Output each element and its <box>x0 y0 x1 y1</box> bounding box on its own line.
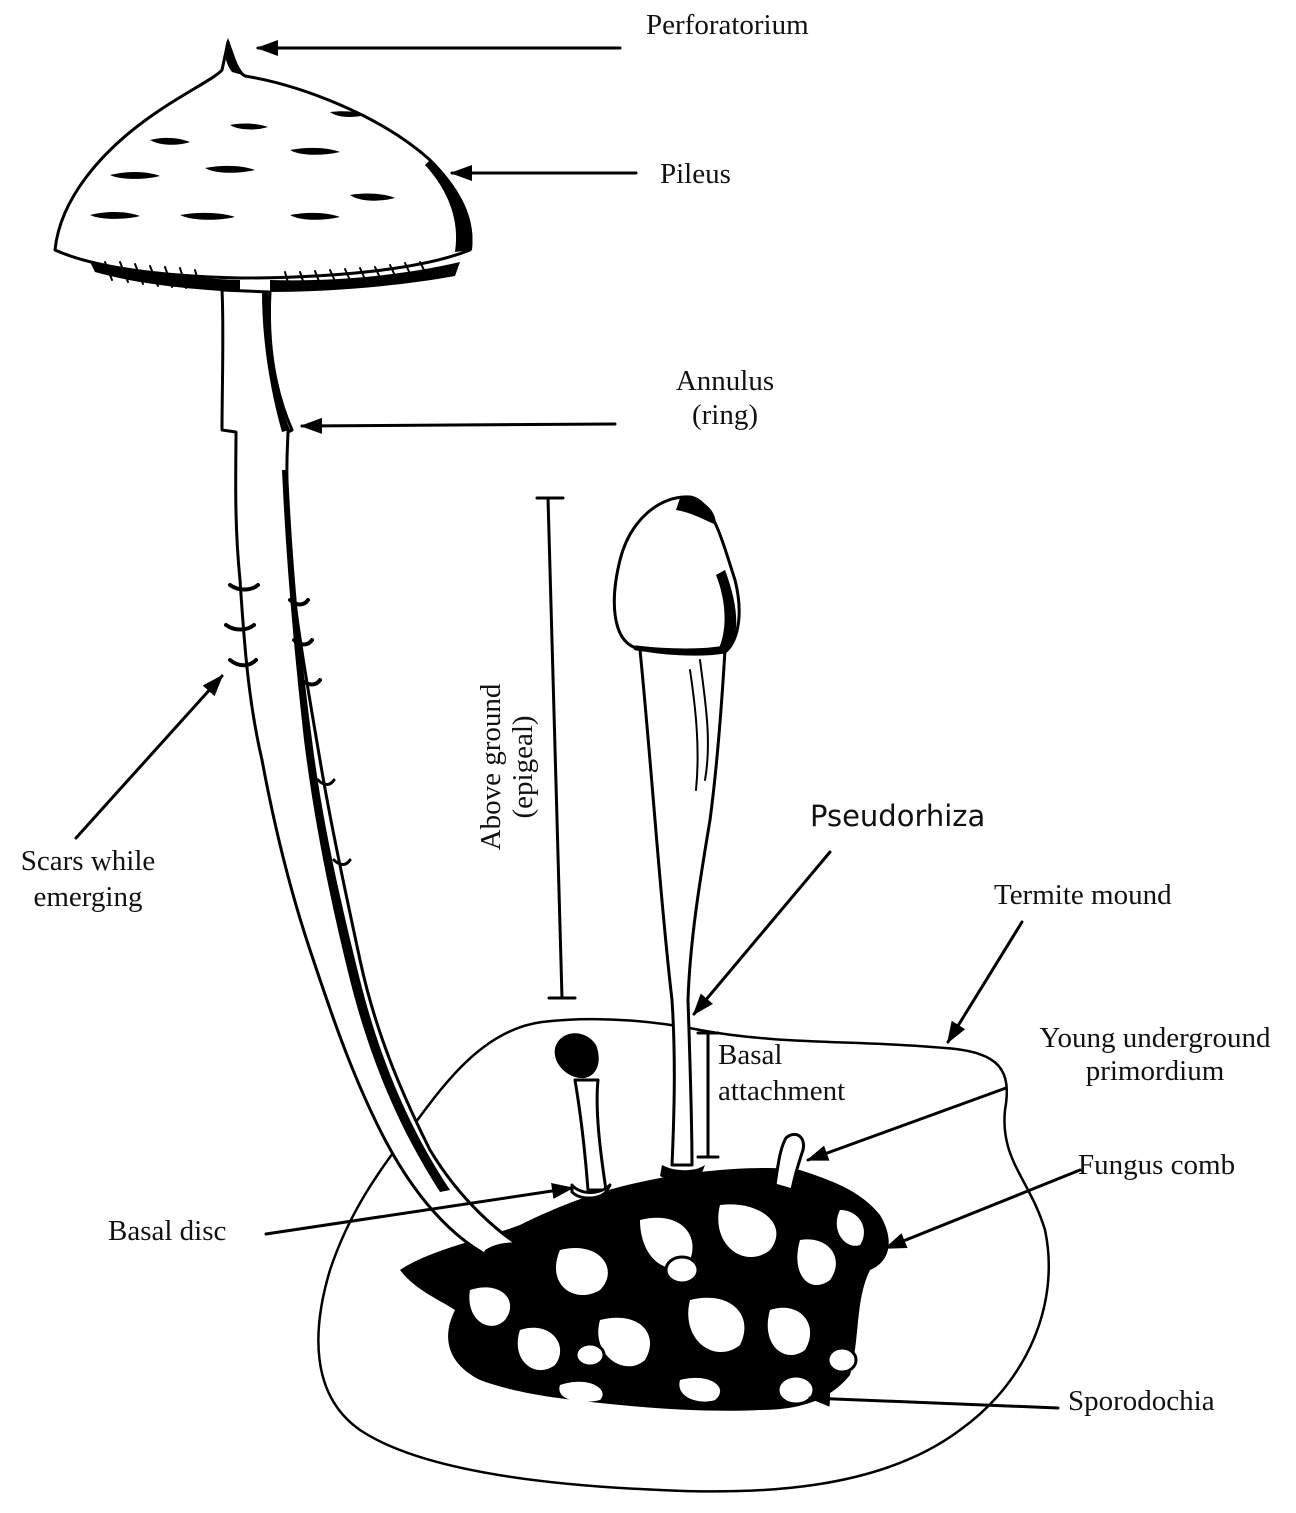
arrow-scars <box>76 676 222 838</box>
arrow-pseudorhiza <box>694 852 830 1014</box>
arrow-sporodochia <box>810 1398 1058 1408</box>
pileus-drawing <box>55 38 473 292</box>
label-termite-mound: Termite mound <box>994 879 1172 911</box>
fungus-comb-drawing <box>400 1168 889 1411</box>
above-ground-bracket <box>537 498 575 998</box>
label-perforatorium: Perforatorium <box>646 9 809 41</box>
label-pseudorhiza: Pseudorhiza <box>810 799 985 833</box>
label-young-primordium-line1: Young underground <box>1040 1022 1271 1054</box>
label-basal-attachment-line1: Basal <box>718 1039 782 1071</box>
label-pileus: Pileus <box>660 158 731 190</box>
label-annulus: Annulus <box>676 365 774 397</box>
label-scars-line2: emerging <box>34 881 143 913</box>
label-basal-disc: Basal disc <box>108 1215 226 1247</box>
arrow-termite-mound <box>948 922 1022 1042</box>
label-fungus-comb: Fungus comb <box>1078 1149 1235 1181</box>
label-basal-attachment-line2: attachment <box>718 1075 845 1107</box>
arrow-fungus-comb <box>886 1170 1080 1248</box>
small-primordium-drawing <box>555 1033 610 1198</box>
arrow-annulus <box>302 424 615 426</box>
label-annulus-ring: (ring) <box>692 399 758 431</box>
label-sporodochia: Sporodochia <box>1068 1385 1215 1417</box>
label-above-ground: Above ground <box>475 683 507 850</box>
label-scars-line1: Scars while <box>21 845 156 877</box>
label-epigeal: (epigeal) <box>507 715 539 818</box>
label-young-primordium-line2: primordium <box>1086 1055 1225 1087</box>
basal-attachment-bracket <box>698 1033 718 1157</box>
